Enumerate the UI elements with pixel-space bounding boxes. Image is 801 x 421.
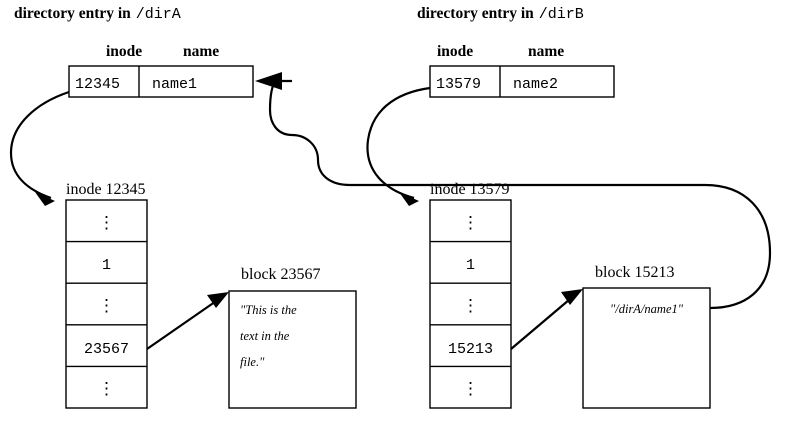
dir-entry-a-name-cell: name1 [152,76,197,93]
edge-inode13579-block-arrowhead [561,289,583,305]
edge-dirA-inode-arrowhead [35,192,55,206]
inode-13579-row-0: ⋮ [462,213,479,232]
inode-12345-row-4: ⋮ [98,379,115,398]
edge-block15213-arrowhead [255,72,282,90]
dir-entry-a-col-inode: inode [106,43,142,60]
inode-13579-row-4: ⋮ [462,379,479,398]
block-15213-outline [582,287,711,409]
block-23567-line-1: text in the [240,329,290,343]
edge-dirB-inode-arrowhead [399,192,419,206]
edge-block15213-path [268,79,772,310]
edge-block15213-to-dirA-name1 [255,72,772,310]
dir-entry-b-header-label: directory entry in [417,5,534,22]
block-23567-line-2: file." [240,355,265,369]
inode-12345-row-0: ⋮ [98,213,115,232]
edge-dirB-inode-path [366,86,431,200]
edge-inode13579-block-path [510,293,577,350]
inode-13579-row-2: ⋮ [462,296,479,315]
edge-dirA-inode-to-inode12345 [9,90,70,206]
dir-entry-b-box: 13579 name2 [429,65,615,98]
inode-13579-row-1: 1 [466,257,475,274]
block-15213: "/dirA/name1" [582,287,711,409]
edge-inode13579-to-block15213 [510,289,583,350]
edge-dirB-inode-to-inode13579 [366,86,431,206]
block-15213-caption: block 15213 [595,264,675,281]
edge-inode12345-block-arrowhead [207,292,229,308]
block-23567-outline [228,290,357,409]
inode-13579: ⋮ 1 ⋮ 15213 ⋮ [429,199,512,409]
inode-13579-row-3: 15213 [448,341,493,358]
edge-inode12345-to-block23567 [146,292,229,350]
dir-entry-a-box: 12345 name1 [68,65,254,98]
dir-entry-a-header: directory entry in/dirA [14,5,181,23]
block-15213-line-0: "/dirA/name1" [610,302,684,316]
dir-entry-a-inode-cell: 12345 [75,76,120,93]
inode-12345-caption: inode 12345 [66,181,146,198]
inode-13579-outline [429,199,512,409]
inode-12345-row-3: 23567 [84,341,129,358]
inode-12345: ⋮ 1 ⋮ 23567 ⋮ [65,199,148,409]
inode-13579-caption: inode 13579 [430,181,510,198]
inode-12345-outline [65,199,148,409]
dir-entry-a-outline [68,65,254,98]
block-23567: "This is the text in the file." [228,290,357,409]
dir-entry-b-header: directory entry in/dirB [417,5,584,23]
dir-entry-a-col-name: name [183,43,219,60]
dir-entry-b-name-cell: name2 [513,76,558,93]
dir-entry-b-col-inode: inode [437,43,473,60]
block-23567-line-0: "This is the [240,303,297,317]
dir-entry-a-header-label: directory entry in [14,5,131,22]
inode-12345-row-1: 1 [102,257,111,274]
dir-entry-a-header-path: /dirA [136,6,181,23]
edge-inode12345-block-path [146,296,223,350]
dir-entry-b-header-path: /dirB [539,6,584,23]
inode-12345-row-2: ⋮ [98,296,115,315]
dir-entry-b-inode-cell: 13579 [436,76,481,93]
edge-dirA-inode-path [9,90,70,200]
block-23567-caption: block 23567 [241,266,321,283]
dir-entry-b-col-name: name [528,43,564,60]
dir-entry-b-outline [429,65,615,98]
